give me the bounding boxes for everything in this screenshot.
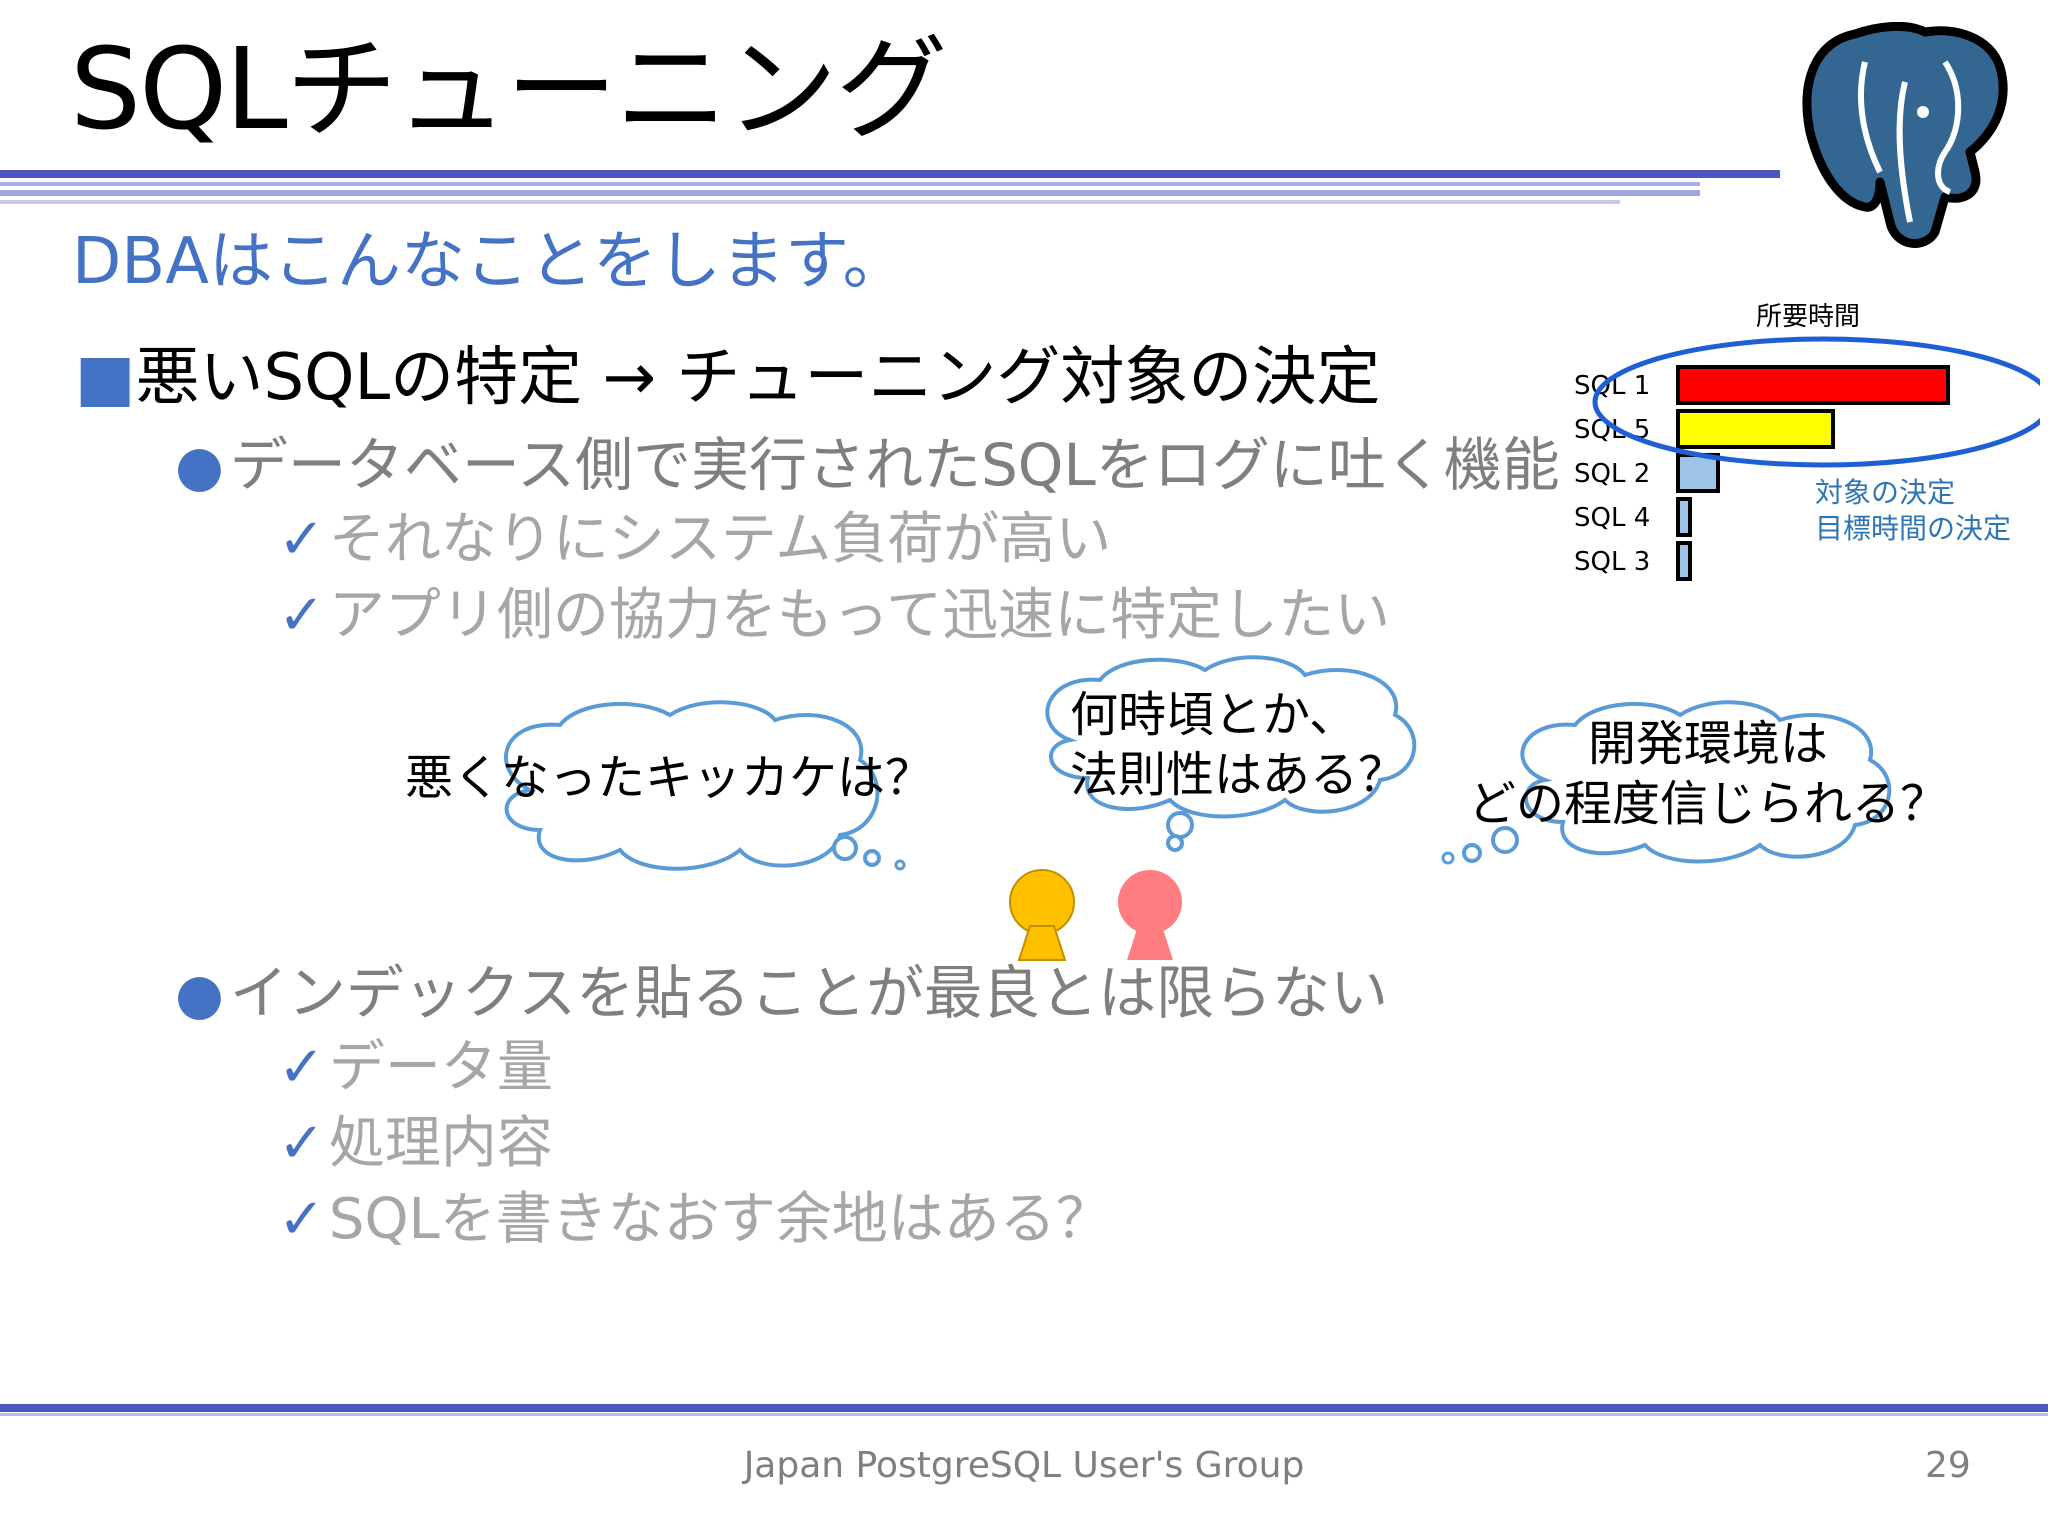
section2-check-2: 処理内容 bbox=[328, 1111, 553, 1176]
checkmark-icon: ✓ bbox=[278, 1111, 325, 1176]
section2-check-row: ✓SQLを書きなおす余地はある？ bbox=[278, 1192, 1112, 1248]
slide-subtitle: DBAはこんなことをします。 bbox=[72, 225, 907, 299]
section2-bullet-row: ●インデックスを貼ることが最良とは限らない bbox=[175, 964, 1388, 1023]
title-underline bbox=[0, 170, 1780, 204]
section1-check-row: ✓アプリ側の協力をもって迅速に特定したい bbox=[278, 588, 1390, 644]
highlight-ellipse bbox=[1592, 336, 2040, 468]
section1-heading-row: ■悪いSQLの特定 → チューニング対象の決定 bbox=[75, 346, 1380, 410]
circle-bullet-icon: ● bbox=[175, 434, 224, 499]
chart-category-label: SQL 2 bbox=[1574, 459, 1650, 489]
thought-bubble-2 bbox=[1045, 655, 1417, 852]
section2-check-row: ✓データ量 bbox=[278, 1040, 553, 1096]
bubble-1-text: 悪くなったキッカケは？ bbox=[405, 750, 934, 806]
section1-bullet-row: ●データベース側で実行されたSQLをログに吐く機能 bbox=[175, 436, 1560, 495]
section1-bullet: データベース側で実行されたSQLをログに吐く機能 bbox=[229, 431, 1560, 499]
square-bullet-icon: ■ bbox=[75, 341, 136, 415]
bubble-3-line-2: どの程度信じられる？ bbox=[1467, 776, 1948, 832]
chart-bar bbox=[1676, 365, 1950, 405]
chart-title: 所要時間 bbox=[1756, 302, 1860, 332]
chart-category-label: SQL 4 bbox=[1574, 503, 1650, 533]
section2-check-3: SQLを書きなおす余地はある？ bbox=[328, 1187, 1112, 1252]
checkmark-icon: ✓ bbox=[278, 1187, 325, 1252]
checkmark-icon: ✓ bbox=[278, 583, 325, 648]
slide-title: SQLチューニング bbox=[70, 25, 948, 155]
section2-bullet: インデックスを貼ることが最良とは限らない bbox=[229, 959, 1389, 1027]
section1-heading: 悪いSQLの特定 → チューニング対象の決定 bbox=[135, 341, 1381, 415]
person-icon-pink bbox=[1118, 870, 1182, 960]
section1-check-2: アプリ側の協力をもって迅速に特定したい bbox=[328, 583, 1391, 648]
thought-bubble-1 bbox=[504, 700, 906, 871]
bubble-3-line-1: 開発環境は bbox=[1587, 716, 1828, 772]
section1-check-row: ✓それなりにシステム負荷が高い bbox=[278, 512, 1111, 568]
chart-bar bbox=[1676, 409, 1835, 449]
section2-check-row: ✓処理内容 bbox=[278, 1116, 553, 1172]
chart-annotation-2: 目標時間の決定 bbox=[1815, 512, 2011, 545]
chart-bar bbox=[1676, 453, 1720, 493]
bubble-2-text: 何時頃とか、 法則性はある？ bbox=[1070, 685, 1406, 805]
section1-check-1: それなりにシステム負荷が高い bbox=[328, 507, 1112, 572]
chart-category-label: SQL 3 bbox=[1574, 547, 1650, 577]
person-icon-yellow bbox=[1009, 869, 1075, 961]
thought-bubble-3 bbox=[1441, 700, 1892, 865]
checkmark-icon: ✓ bbox=[278, 507, 325, 572]
bubble-3-text: 開発環境は どの程度信じられる？ bbox=[1458, 714, 1958, 834]
chart-bar bbox=[1676, 541, 1692, 581]
circle-bullet-icon: ● bbox=[175, 962, 224, 1027]
footer-text: Japan PostgreSQL User's Group bbox=[743, 1445, 1305, 1486]
bubble-2-line-2: 法則性はある？ bbox=[1070, 747, 1407, 803]
section2-check-1: データ量 bbox=[328, 1035, 553, 1100]
footer-rule bbox=[0, 1404, 2048, 1416]
chart-bar bbox=[1676, 497, 1692, 537]
postgresql-logo bbox=[1802, 22, 2008, 248]
checkmark-icon: ✓ bbox=[278, 1035, 325, 1100]
chart-annotation-1: 対象の決定 bbox=[1815, 476, 1955, 509]
bubble-2-line-1: 何時頃とか、 bbox=[1070, 687, 1358, 743]
page-number: 29 bbox=[1925, 1445, 1971, 1486]
